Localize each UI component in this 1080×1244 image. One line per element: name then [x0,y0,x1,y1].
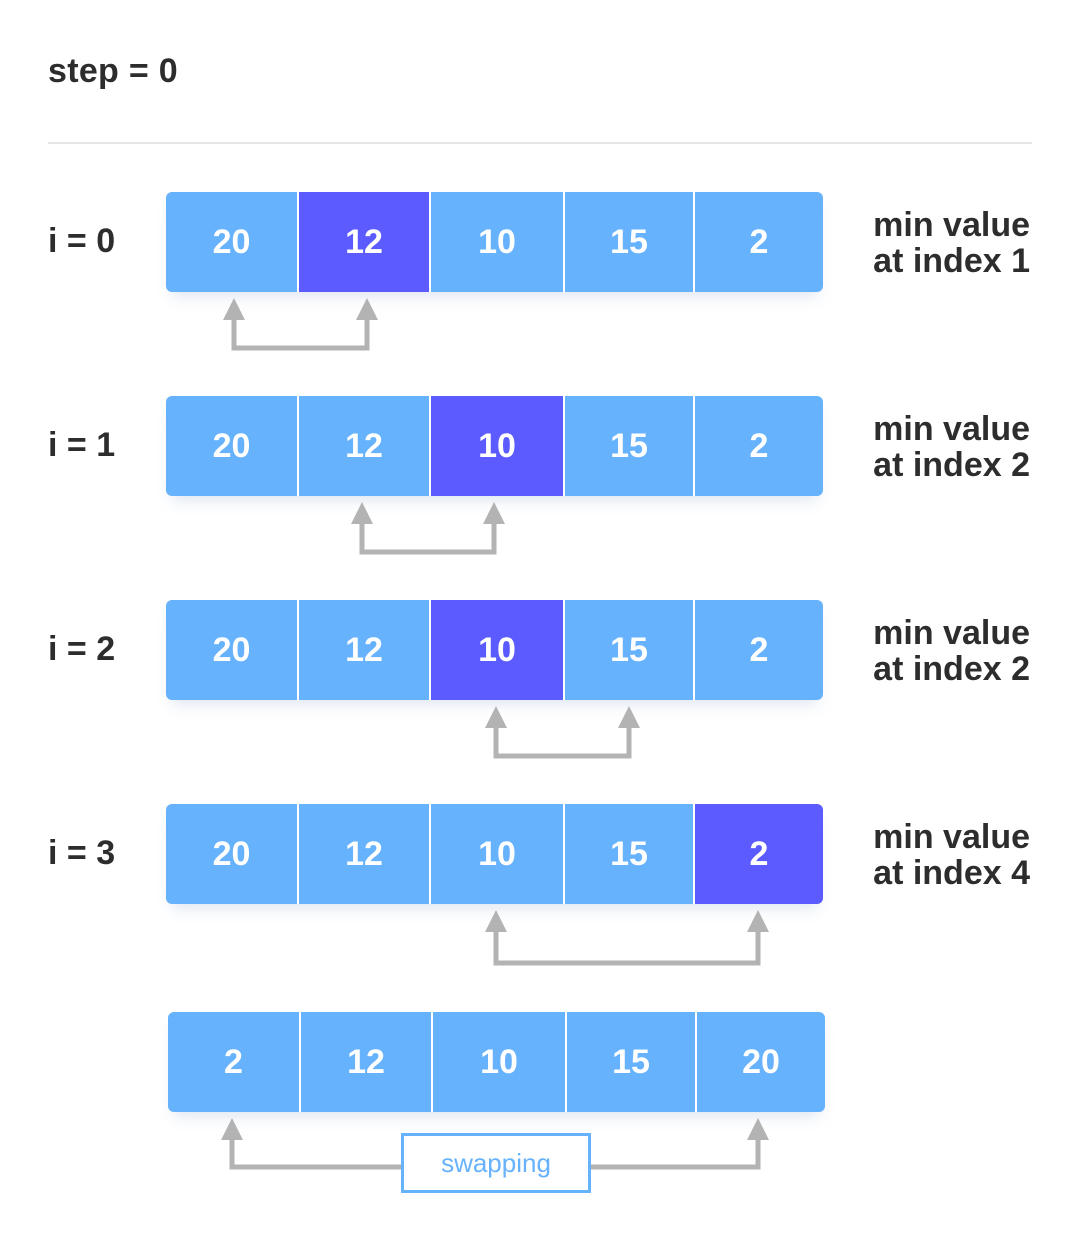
array-cell: 12 [297,396,429,496]
arrow-head-icon [223,298,245,320]
array-cell: 15 [563,804,693,904]
row-label-1: i = 1 [48,426,116,464]
array-cell: 12 [299,1012,431,1112]
array-cell: 10 [431,1012,565,1112]
array-row-0: 20 12 10 15 2 [166,192,823,292]
array-cell: 15 [563,192,693,292]
note-line: at index 4 [873,854,1030,892]
note-line: min value [873,410,1030,448]
swap-arrow-connector [229,1138,401,1170]
array-cell-min: 2 [693,804,823,904]
array-result: 2 12 10 15 20 [168,1012,825,1112]
array-cell: 15 [563,600,693,700]
array-cell: 20 [166,804,297,904]
note-line: at index 1 [873,242,1030,280]
array-cell: 2 [693,192,823,292]
array-cell: 2 [168,1012,299,1112]
arrow-head-icon [221,1118,243,1140]
array-cell: 12 [297,600,429,700]
array-cell: 12 [297,804,429,904]
note-line: min value [873,818,1030,856]
array-cell: 20 [166,396,297,496]
divider [48,142,1032,144]
array-cell: 15 [563,396,693,496]
row-label-3: i = 3 [48,834,116,872]
array-row-1: 20 12 10 15 2 [166,396,823,496]
arrow-head-icon [483,502,505,524]
min-note-3: min value at index 4 [810,819,1030,891]
array-cell: 20 [166,192,297,292]
array-row-3: 20 12 10 15 2 [166,804,823,904]
arrow-head-icon [747,910,769,932]
array-cell-min: 12 [297,192,429,292]
note-line: at index 2 [873,650,1030,688]
arrow-head-icon [485,910,507,932]
array-cell: 20 [695,1012,825,1112]
note-line: min value [873,206,1030,244]
arrow-head-icon [747,1118,769,1140]
arrow-head-icon [351,502,373,524]
swapping-label: swapping [401,1133,591,1193]
step-title: step = 0 [48,52,178,90]
compare-arrow-connector [493,726,632,759]
array-cell: 2 [693,396,823,496]
compare-arrow-connector [359,522,497,555]
min-note-2: min value at index 2 [810,615,1030,687]
min-note-1: min value at index 2 [810,411,1030,483]
array-cell-min: 10 [429,600,563,700]
note-line: min value [873,614,1030,652]
arrow-head-icon [356,298,378,320]
array-cell: 10 [429,804,563,904]
min-note-0: min value at index 1 [810,207,1030,279]
swap-arrow-connector [591,1138,761,1170]
array-cell: 15 [565,1012,695,1112]
array-cell: 2 [693,600,823,700]
arrow-head-icon [485,706,507,728]
compare-arrow-connector [493,930,761,966]
row-label-0: i = 0 [48,222,116,260]
note-line: at index 2 [873,446,1030,484]
compare-arrow-connector [231,318,370,351]
array-cell-min: 10 [429,396,563,496]
array-row-2: 20 12 10 15 2 [166,600,823,700]
array-cell: 20 [166,600,297,700]
row-label-2: i = 2 [48,630,116,668]
arrow-head-icon [618,706,640,728]
array-cell: 10 [429,192,563,292]
